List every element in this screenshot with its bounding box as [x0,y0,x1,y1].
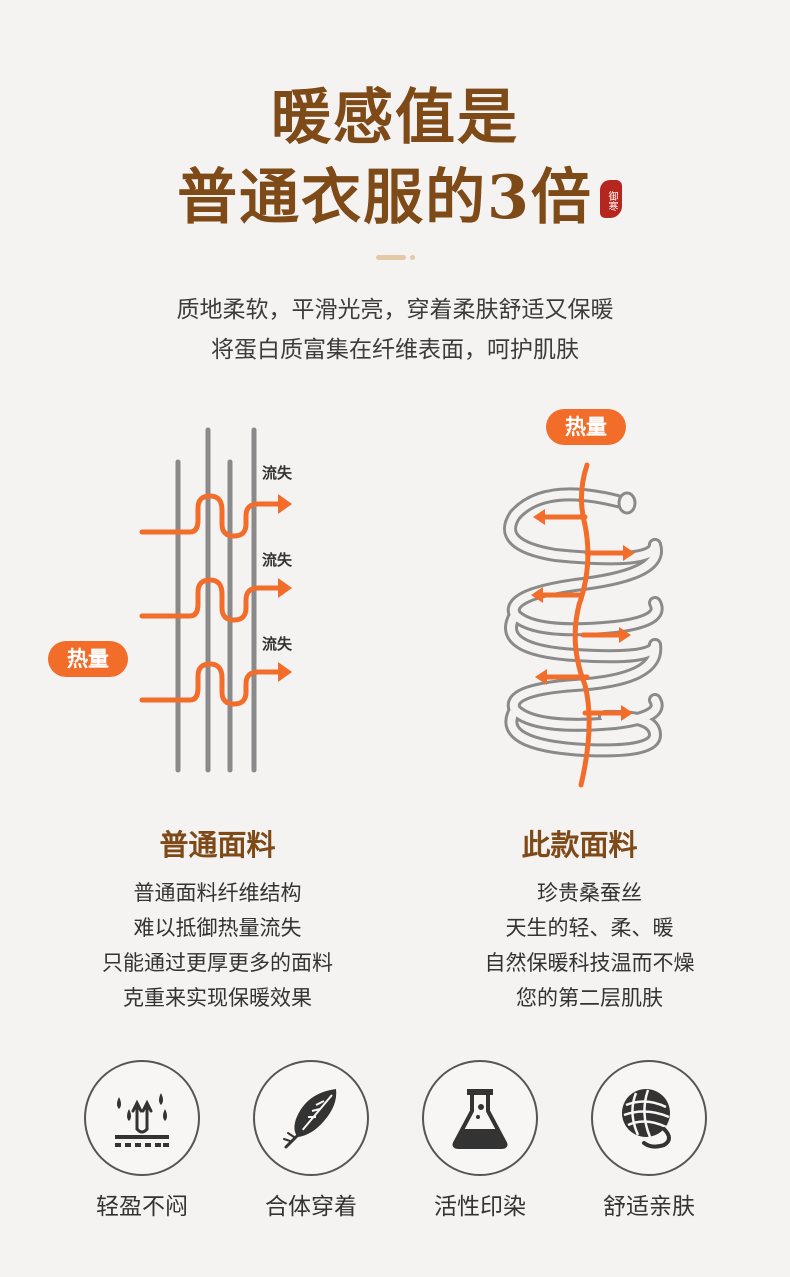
feature-breathable: 轻盈不闷 [84,1060,200,1220]
silk-fabric-line: 天生的轻、柔、暖 [505,916,674,940]
loss-label: 流失 [262,464,293,482]
ordinary-fabric-line: 普通面料纤维结构 [133,881,302,905]
heat-loss-path [139,493,283,539]
silk-fabric-line: 您的第二层肌肤 [516,986,663,1010]
silk-fabric-line: 珍贵桑蚕丝 [537,881,642,905]
heat-loss-path [139,661,283,707]
flask-icon [452,1089,508,1149]
ordinary-fabric-line: 难以抵御热量流失 [133,916,302,940]
page-title-line1: 暖感值是 [271,83,519,153]
arrow-head [278,494,292,514]
ordinary-fabric-line: 克重来实现保暖效果 [123,986,312,1010]
feature-dyeing: 活性印染 [422,1060,538,1220]
arrow-head [535,669,547,685]
ordinary-fabric-diagram [139,427,292,773]
arrow-head [619,627,631,643]
page-title-line2: 普通衣服的3倍 [177,163,593,233]
feature-fit: 合体穿着 [253,1060,369,1220]
loss-label: 流失 [262,635,293,653]
feather-icon [283,1089,337,1149]
divider-dot [410,255,415,260]
loss-label: 流失 [262,551,293,569]
silk-fiber-coil-diagram [503,462,664,788]
arrow-head [621,705,633,721]
arrow-head [531,587,543,603]
heat-label-right: 热量 [546,409,626,445]
intro-line2: 将蛋白质富集在纤维表面，呵护肌肤 [211,337,579,363]
feature-label: 舒适亲肤 [603,1194,695,1220]
silk-fabric-line: 自然保暖科技温而不燥 [484,951,695,975]
feature-label: 合体穿着 [265,1194,357,1220]
feature-label: 轻盈不闷 [96,1194,188,1220]
ordinary-fabric-line: 只能通过更厚更多的面料 [102,951,333,975]
feature-label: 活性印染 [434,1194,526,1220]
heat-label-left: 热量 [48,641,128,677]
arrow-head [278,578,292,598]
moisture-wicking-icon [115,1093,169,1147]
silk-fabric-title: 此款面料 [521,828,638,862]
arrow-head [278,662,292,682]
intro-line1: 质地柔软，平滑光亮，穿着柔肤舒适又保暖 [176,297,614,323]
seal-stamp: 御寒 [600,180,622,218]
arrow-head [533,509,545,525]
yarn-ball-icon [622,1089,671,1149]
heat-loss-path [139,577,283,623]
ordinary-fabric-title: 普通面料 [159,828,276,862]
feature-skin-friendly: 舒适亲肤 [591,1060,707,1220]
arrow-head [623,545,635,561]
divider [376,255,406,260]
